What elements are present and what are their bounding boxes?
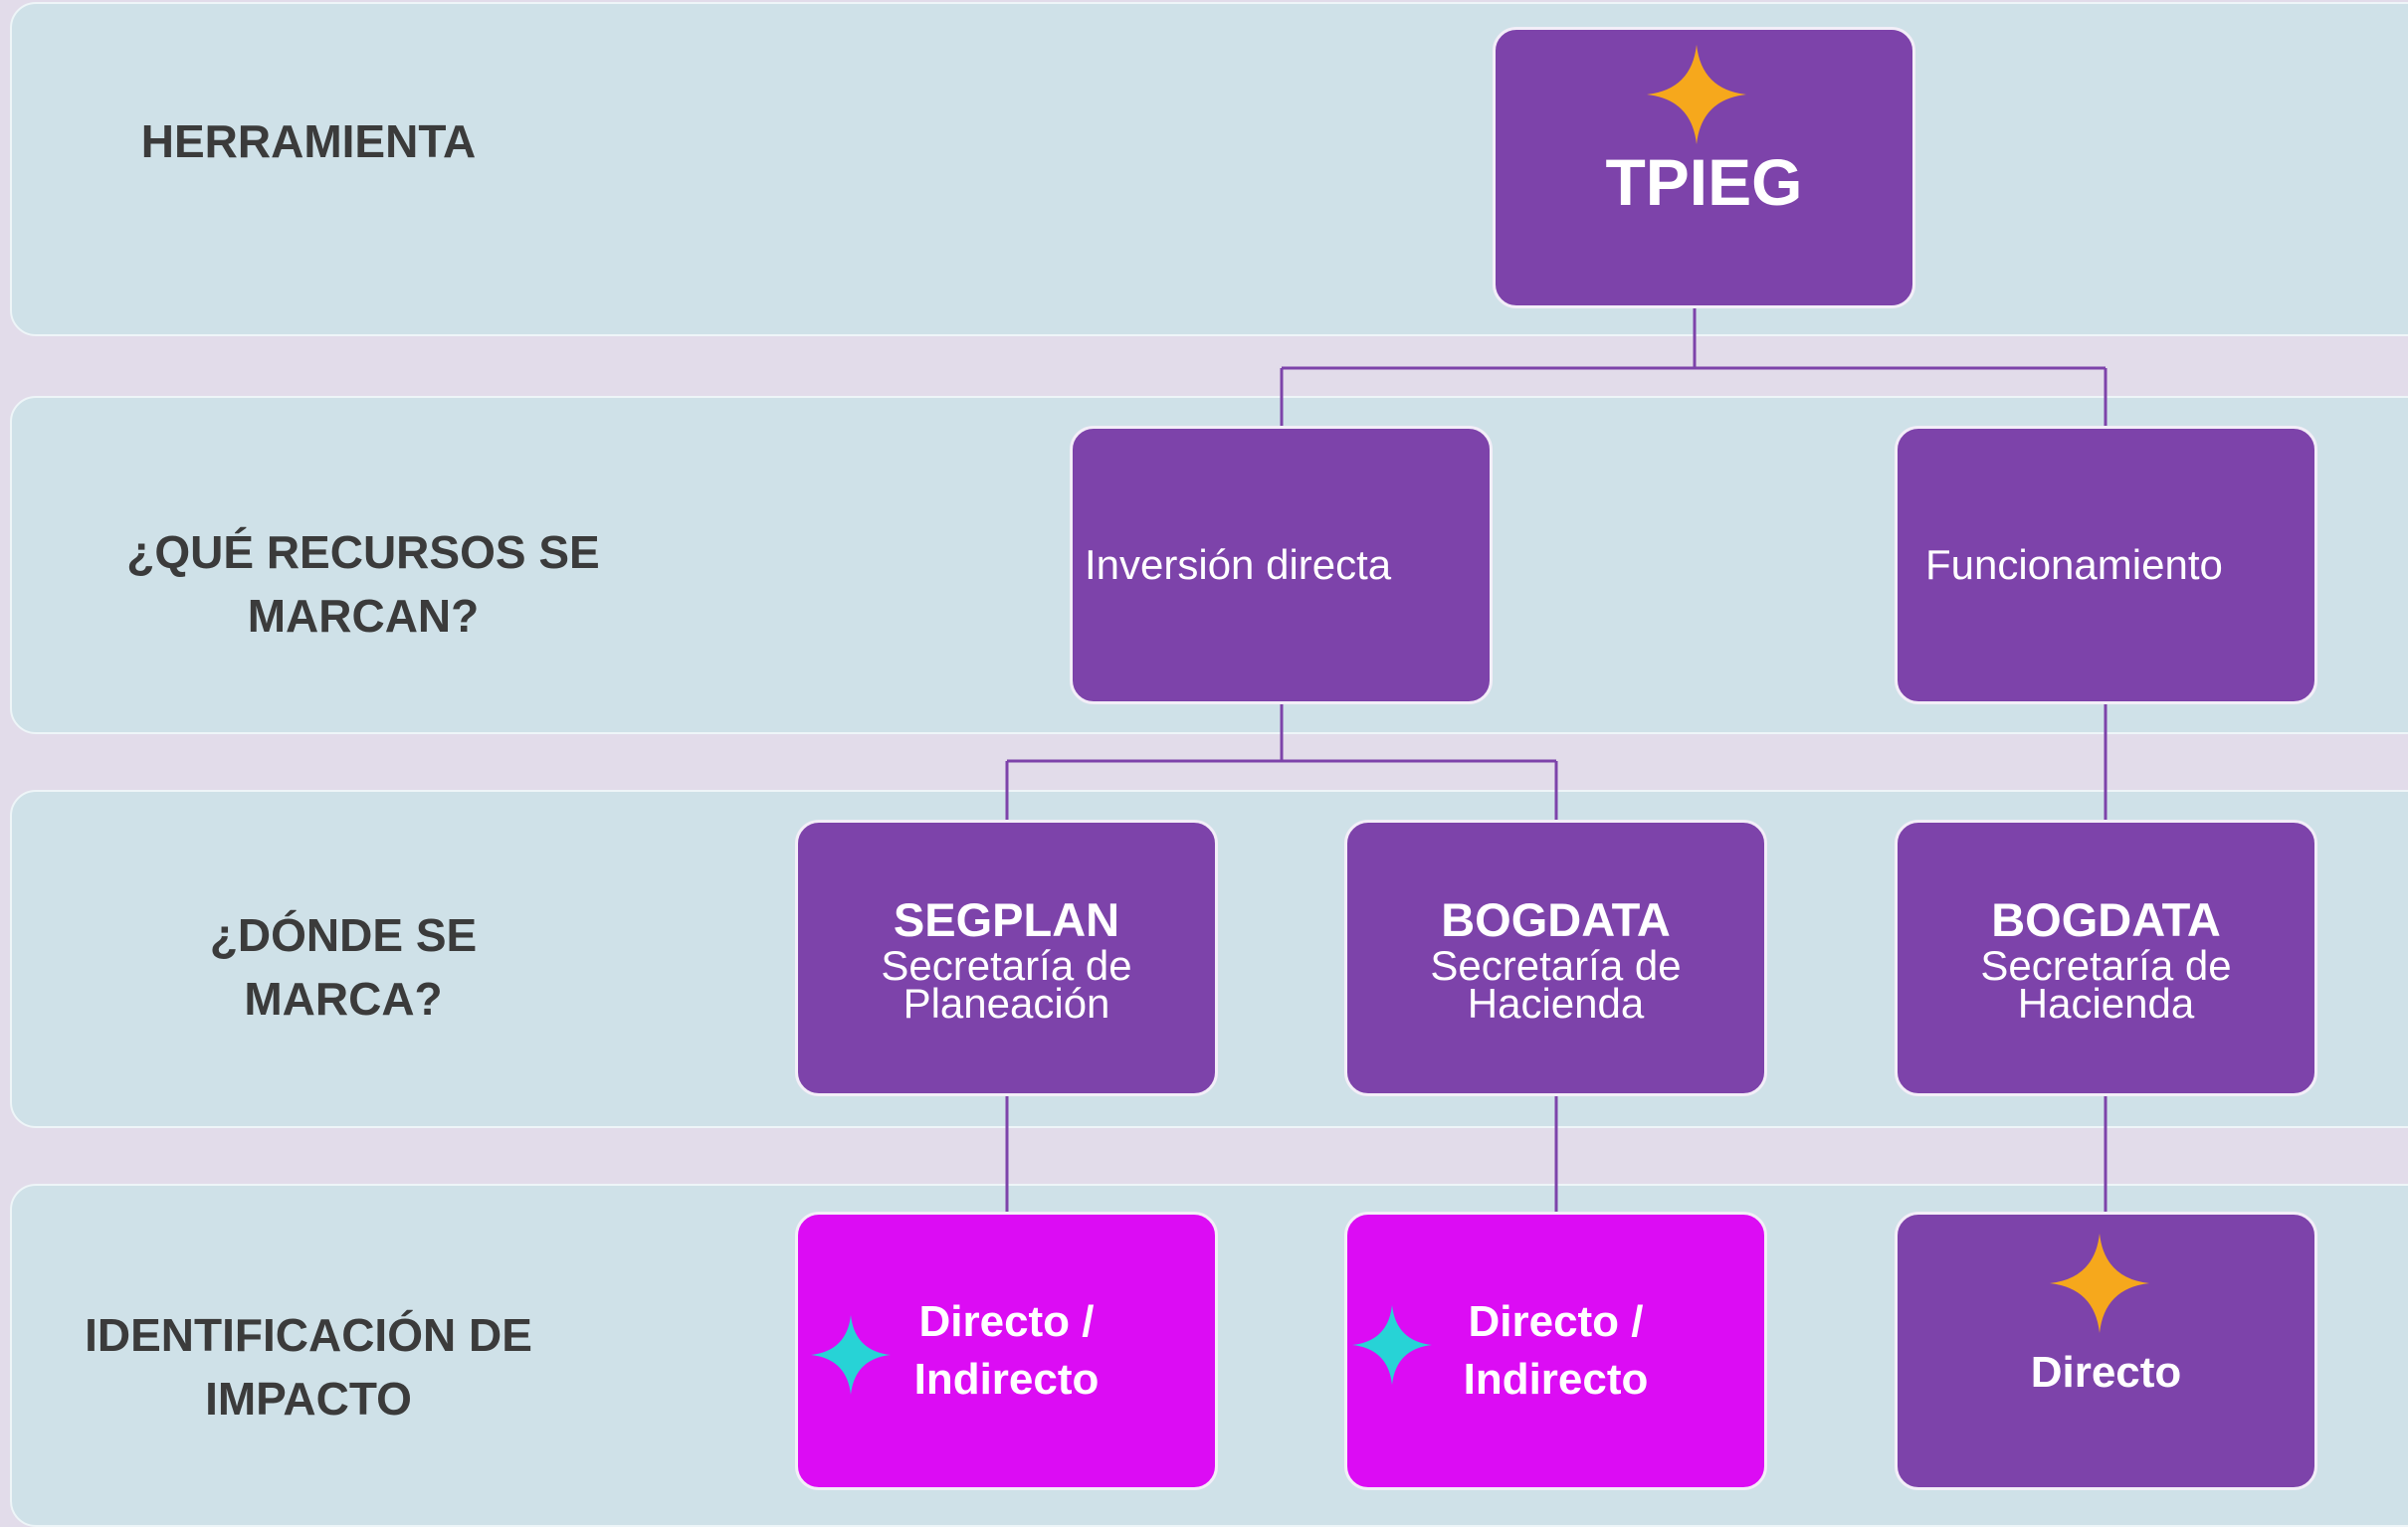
band-herramienta (10, 2, 2408, 336)
cyan-sparkle-icon (1352, 1305, 1432, 1385)
row-label-herramienta: HERRAMIENTA (140, 115, 477, 167)
node-bogdata-funcionamiento-title: BOGDATA (1991, 893, 2221, 946)
node-bogdata-inversion-sub: Secretaría de Hacienda (1430, 942, 1682, 1027)
node-inversion-directa-label: Inversión directa (1085, 541, 1392, 588)
node-segplan-sub: Secretaría de Planeación (881, 942, 1132, 1027)
node-inversion-directa: Inversión directa (1070, 426, 1493, 704)
node-segplan: SEGPLAN Secretaría de Planeación (795, 820, 1218, 1096)
node-funcionamiento-label: Funcionamiento (1925, 541, 2223, 588)
node-funcionamiento: Funcionamiento (1895, 426, 2317, 704)
cyan-sparkle-icon (811, 1315, 891, 1395)
node-impacto-segplan-label: Directo / Indirecto (913, 1297, 1100, 1404)
node-segplan-title: SEGPLAN (893, 893, 1120, 946)
node-bogdata-funcionamiento-sub: Secretaría de Hacienda (1980, 942, 2232, 1027)
orange-sparkle-icon (1647, 45, 1746, 144)
orange-sparkle-icon (2050, 1234, 2149, 1333)
node-bogdata-inversion-title: BOGDATA (1441, 893, 1671, 946)
row-label-impacto: IDENTIFICACIÓN DE IMPACTO (85, 1309, 532, 1425)
node-bogdata-funcionamiento: BOGDATA Secretaría de Hacienda (1895, 820, 2317, 1096)
node-bogdata-inversion: BOGDATA Secretaría de Hacienda (1344, 820, 1767, 1096)
row-label-donde: ¿DÓNDE SE MARCA? (209, 909, 478, 1025)
node-impacto-funcionamiento-label: Directo (2030, 1348, 2182, 1397)
row-label-recursos: ¿QUÉ RECURSOS SE MARCAN? (126, 526, 600, 642)
node-tpieg-label: TPIEG (1605, 144, 1803, 219)
node-tpieg: TPIEG (1493, 27, 1915, 308)
node-impacto-bogdata-label: Directo / Indirecto (1463, 1297, 1649, 1404)
node-impacto-bogdata: Directo / Indirecto (1344, 1212, 1767, 1490)
